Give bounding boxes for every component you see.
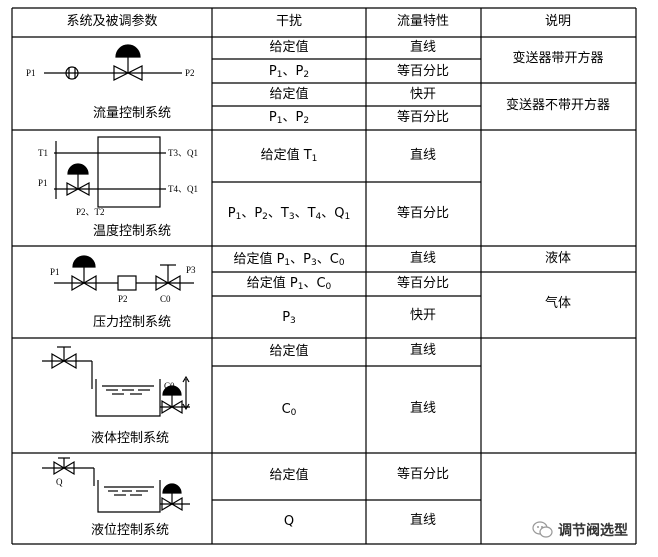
- temp-label-p1: P1: [38, 178, 48, 188]
- temp-r2-disturb: P1、P2、T3、T4、Q1: [227, 206, 351, 222]
- press-r2-char: 等百分比: [396, 276, 450, 291]
- press-r3-char: 快开: [409, 308, 437, 323]
- level-label-q: Q: [56, 477, 63, 487]
- flow-control-diagram: P1 P2: [26, 44, 195, 81]
- watermark: 调节阀选型: [532, 516, 652, 544]
- temp-label-t4q1: T4、Q1: [168, 184, 198, 194]
- flow-note-1: 变送器带开方器: [512, 51, 604, 66]
- press-label-p2: P2: [118, 294, 128, 304]
- liquid-control-diagram: C0: [42, 346, 190, 417]
- lev-r1-char: 等百分比: [396, 467, 450, 482]
- temp-label-t1: T1: [38, 148, 48, 158]
- pressure-control-diagram: P1 P2 C0 P3: [50, 255, 196, 304]
- liq-r2-disturb: C0: [281, 402, 297, 418]
- flow-label-p1: P1: [26, 68, 36, 78]
- flow-r3-char: 快开: [409, 87, 437, 102]
- temp-system-name: 温度控制系统: [92, 224, 172, 239]
- flow-r2-disturb: P1、P2: [268, 64, 310, 80]
- temp-r2-char: 等百分比: [396, 206, 450, 221]
- press-r3-disturb: P3: [282, 310, 296, 326]
- flow-r1-disturb: 给定值: [269, 40, 309, 55]
- press-label-p1: P1: [50, 267, 60, 277]
- level-control-diagram: Q: [42, 457, 190, 513]
- flow-system-name: 流量控制系统: [92, 106, 172, 121]
- temperature-control-diagram: T1 P1 T3、Q1 T4、Q1 P2、T2: [38, 136, 198, 217]
- flow-label-p2: P2: [185, 68, 195, 78]
- level-system-name: 液位控制系统: [90, 523, 170, 538]
- flow-r2-char: 等百分比: [396, 64, 450, 79]
- press-label-c0: C0: [160, 294, 171, 304]
- liq-r1-char: 直线: [409, 343, 437, 358]
- header-note: 说明: [544, 14, 572, 29]
- header-system: 系统及被调参数: [66, 14, 158, 29]
- pressure-system-name: 压力控制系统: [92, 315, 172, 330]
- wechat-icon: [532, 521, 553, 538]
- press-note-2: 气体: [544, 296, 572, 311]
- temp-label-t3q1: T3、Q1: [168, 148, 198, 158]
- liq-r2-char: 直线: [409, 401, 437, 416]
- press-r1-disturb: 给定值 P1、P3、C0: [233, 252, 345, 268]
- header-disturb: 干扰: [275, 14, 303, 29]
- liquid-system-name: 液体控制系统: [90, 431, 170, 446]
- watermark-text: 调节阀选型: [558, 523, 628, 539]
- temp-label-p2t2: P2、T2: [76, 207, 105, 217]
- liquid-label-c0: C0: [164, 381, 175, 391]
- liq-r1-disturb: 给定值: [269, 344, 309, 359]
- header-flow-char: 流量特性: [396, 14, 450, 29]
- lev-r1-disturb: 给定值: [269, 468, 309, 483]
- press-note-1: 液体: [544, 251, 572, 266]
- flow-r3-disturb: 给定值: [269, 87, 309, 102]
- flow-note-2: 变送器不带开方器: [505, 98, 611, 113]
- flow-r4-disturb: P1、P2: [268, 110, 310, 126]
- flow-r4-char: 等百分比: [396, 110, 450, 125]
- temp-r1-disturb: 给定值 T1: [260, 148, 318, 164]
- flow-r1-char: 直线: [409, 40, 437, 55]
- lev-r2-char: 直线: [409, 513, 437, 528]
- press-r1-char: 直线: [409, 251, 437, 266]
- temp-r1-char: 直线: [409, 148, 437, 163]
- press-r2-disturb: 给定值 P1、C0: [246, 276, 332, 292]
- press-label-p3: P3: [186, 265, 196, 275]
- lev-r2-disturb: Q: [283, 514, 295, 529]
